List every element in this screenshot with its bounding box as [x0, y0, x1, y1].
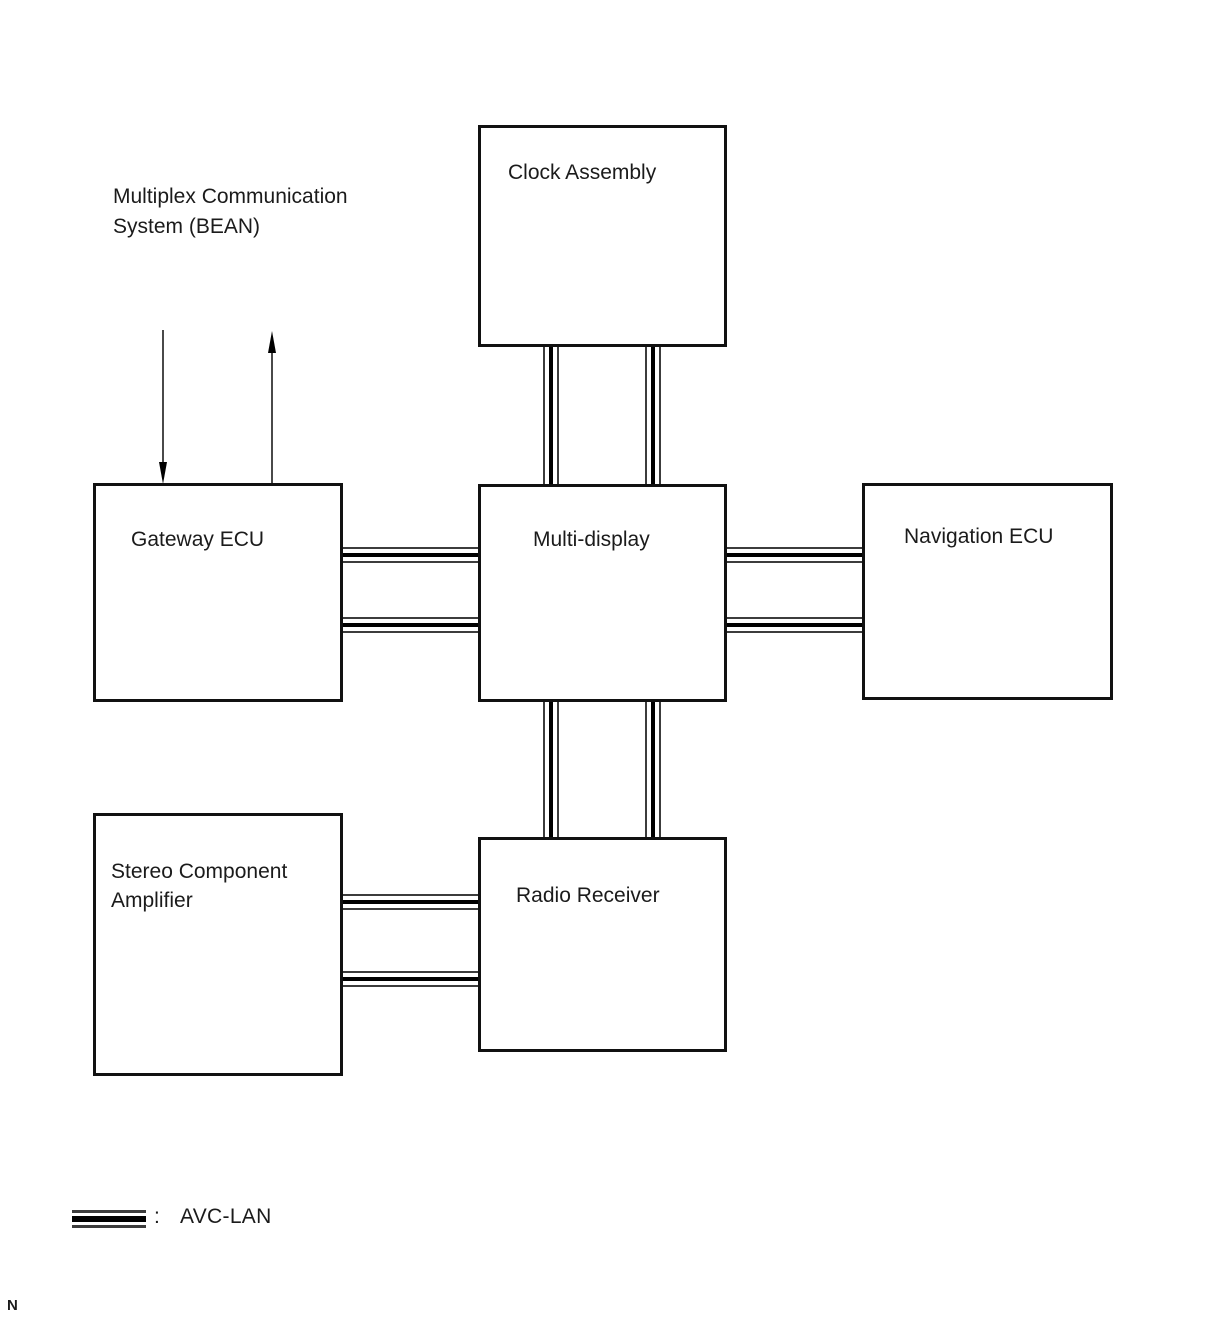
- node-stereo-component-amplifier-label: Stereo Component Amplifier: [111, 860, 288, 912]
- bean-inbound-arrow-shaft: [162, 330, 164, 468]
- node-radio-receiver-label: Radio Receiver: [516, 884, 660, 907]
- bus-display-to-navigation-upper: [716, 547, 874, 563]
- bean-outbound-arrow-head: [268, 331, 276, 353]
- legend-separator: :: [154, 1205, 160, 1228]
- bus-display-to-navigation-lower: [716, 617, 874, 633]
- bus-clock-to-display-left: [543, 330, 559, 500]
- bus-amplifier-to-radio-upper: [334, 894, 492, 910]
- node-clock-assembly-label: Clock Assembly: [508, 161, 657, 184]
- bean-inbound-arrow-head: [159, 462, 167, 484]
- node-multi-display[interactable]: [478, 484, 727, 702]
- node-stereo-component-amplifier[interactable]: [93, 813, 343, 1076]
- bus-gateway-to-display-upper: [334, 547, 492, 563]
- page-corner-mark: N: [7, 1297, 18, 1314]
- legend-avc-lan-swatch: [72, 1210, 146, 1228]
- bean-inbound-arrow: [159, 330, 167, 484]
- node-radio-receiver[interactable]: [478, 837, 727, 1052]
- bus-clock-to-display-right: [645, 330, 661, 500]
- node-clock-assembly[interactable]: [478, 125, 727, 347]
- bus-display-to-radio-right: [645, 686, 661, 852]
- bean-system-note: Multiplex Communication System (BEAN): [113, 185, 348, 238]
- bus-amplifier-to-radio-lower: [334, 971, 492, 987]
- legend-avc-lan-label: AVC-LAN: [180, 1205, 272, 1228]
- node-navigation-ecu[interactable]: [862, 483, 1113, 700]
- bus-gateway-to-display-lower: [334, 617, 492, 633]
- node-gateway-ecu[interactable]: [93, 483, 343, 702]
- bean-outbound-arrow-shaft: [271, 347, 273, 484]
- bus-display-to-radio-left: [543, 686, 559, 852]
- node-multi-display-label: Multi-display: [533, 528, 650, 551]
- node-navigation-ecu-label: Navigation ECU: [904, 525, 1054, 548]
- node-gateway-ecu-label: Gateway ECU: [131, 528, 265, 551]
- bean-outbound-arrow: [268, 331, 276, 484]
